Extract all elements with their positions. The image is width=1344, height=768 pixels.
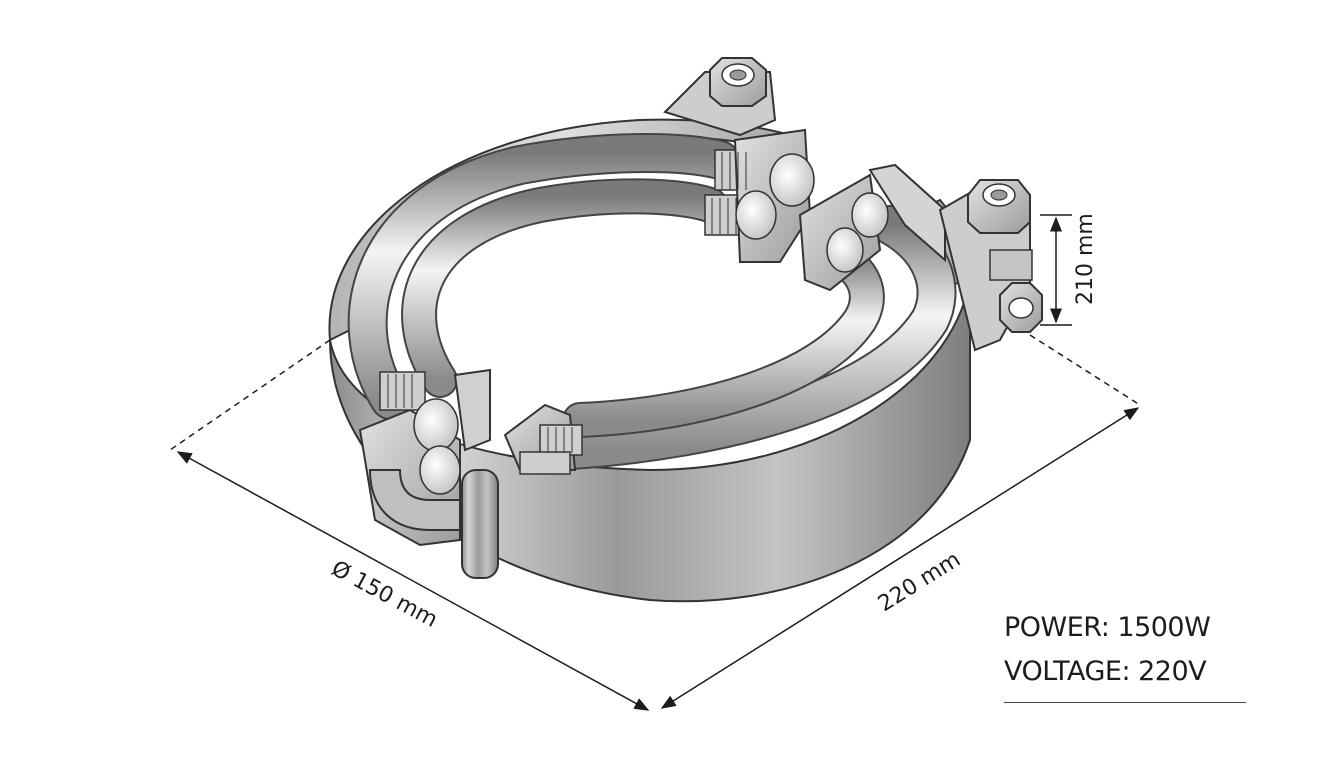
terminal-block-mid (503, 403, 583, 475)
diameter-label: Ø 150 mm (327, 556, 441, 633)
power-spec: POWER: 1500W (1004, 612, 1211, 643)
clamp-lug-right (938, 179, 1043, 352)
clamp-lug-top (663, 57, 777, 137)
terminal-block-back (704, 128, 815, 263)
voltage-spec: VOLTAGE: 220V (1004, 656, 1207, 687)
length-label: 220 mm (874, 547, 965, 617)
terminal-block-right (798, 163, 946, 292)
terminal-block-front (358, 368, 499, 579)
spec-panel: POWER: 1500W VOLTAGE: 220V (1004, 606, 1246, 703)
height-label: 210 mm (1073, 213, 1098, 305)
dimension-height: 210 mm (1040, 213, 1098, 326)
